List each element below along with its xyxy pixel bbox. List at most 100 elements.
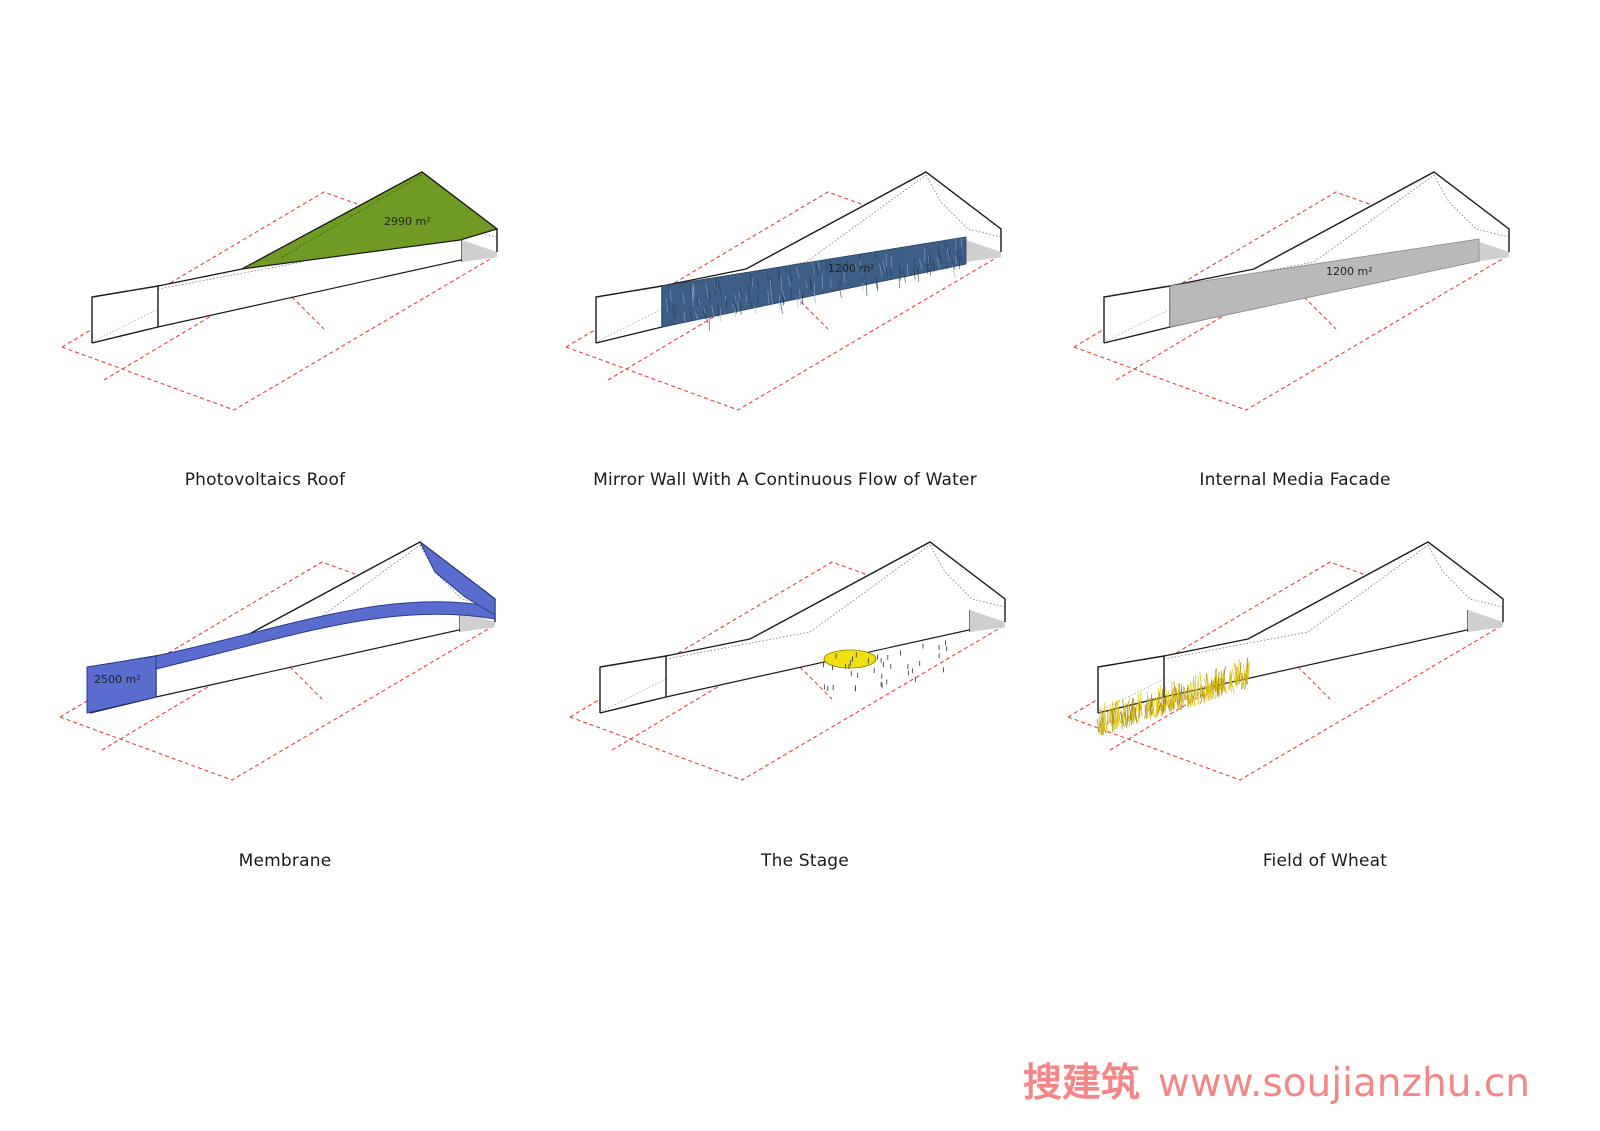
wheat-stalk <box>1144 702 1148 719</box>
water-streak <box>952 264 956 279</box>
water-streak <box>811 263 814 275</box>
site-boundary <box>569 561 1007 781</box>
hidden-edge <box>925 174 1002 238</box>
right-end-shade <box>462 240 497 262</box>
pv-roof-surface <box>241 171 499 270</box>
wheat-stalk <box>1139 699 1143 717</box>
caption-internal-media-facade: Internal Media Facade <box>1199 470 1391 490</box>
roof-edge <box>661 171 1002 287</box>
wheat-stalk <box>1125 717 1128 727</box>
wheat-stalk <box>1177 682 1180 703</box>
water-streak <box>875 275 879 289</box>
wheat-stalk <box>1114 711 1117 729</box>
wheat-stalk <box>1209 686 1212 696</box>
water-streak <box>948 248 951 260</box>
water-streak <box>932 258 935 272</box>
diagram-membrane: 2500 m² <box>59 541 497 781</box>
water-streak <box>812 262 815 276</box>
pv-roof-fold <box>281 174 423 258</box>
water-streak <box>719 308 722 322</box>
wheat-stalk <box>1238 662 1242 685</box>
water-streak <box>790 287 793 298</box>
wheat-stalk <box>1115 707 1118 726</box>
water-streak <box>927 254 931 269</box>
wheat-stalk <box>1180 689 1185 710</box>
wheat-stalk <box>1200 691 1204 705</box>
wheat-stalk <box>1152 707 1156 717</box>
water-streak <box>885 266 888 279</box>
wheat-stalk <box>1149 698 1152 714</box>
hidden-edge <box>1099 678 1165 712</box>
hidden-edge <box>1105 308 1171 342</box>
caption-membrane: Membrane <box>238 851 332 871</box>
wheat-stalk <box>1182 696 1185 706</box>
wheat-stalk <box>1224 675 1227 695</box>
wheat-stalk <box>1178 688 1183 705</box>
water-streak <box>682 292 685 305</box>
water-streak <box>779 299 783 314</box>
wheat-stalk <box>1204 682 1208 700</box>
wheat-stalk <box>1112 702 1117 723</box>
roof-edge <box>665 541 1006 657</box>
water-streak <box>805 281 808 289</box>
water-streak <box>713 281 716 291</box>
wheat-stalk <box>1232 672 1236 686</box>
water-streak <box>717 302 720 317</box>
wheat-stalk <box>1167 690 1171 708</box>
wheat-stalk <box>1216 672 1220 696</box>
water-streak <box>703 307 707 315</box>
site-boundary <box>565 191 1003 411</box>
hidden-edge <box>155 544 421 660</box>
water-streak <box>696 298 700 306</box>
water-streak <box>866 282 868 296</box>
site-boundary-tick <box>799 666 833 700</box>
caption-photovoltaics-roof: Photovoltaics Roof <box>184 470 346 490</box>
wheat-stalk <box>1237 659 1240 683</box>
stage-platform <box>823 649 877 669</box>
hidden-edge <box>1169 174 1435 290</box>
water-streak <box>694 311 699 322</box>
wheat-stalk <box>1098 721 1102 734</box>
water-streak <box>787 276 791 288</box>
water-streak <box>829 259 832 270</box>
water-streak <box>797 297 799 308</box>
water-streak <box>815 263 819 276</box>
wheat-stalk <box>1222 682 1227 694</box>
wheat-stalk <box>1148 701 1152 712</box>
wheat-stalk <box>1206 673 1211 694</box>
water-streak <box>919 259 923 270</box>
water-streak <box>705 307 708 323</box>
wheat-stalk <box>1180 683 1183 702</box>
wheat-stalk <box>1215 677 1217 700</box>
water-streak <box>874 251 877 260</box>
water-streak <box>674 304 677 316</box>
area-label: 1200 m² <box>828 262 875 275</box>
diagram-wheat <box>1067 541 1505 781</box>
water-streak <box>702 310 707 320</box>
site-boundary <box>59 561 497 781</box>
water-streak <box>843 271 846 283</box>
right-end-shade <box>1474 240 1509 262</box>
site-boundary-tick <box>795 296 829 330</box>
water-streak <box>938 246 940 258</box>
wheat-stalk <box>1171 687 1173 704</box>
water-streak <box>733 297 738 314</box>
water-streak <box>669 289 672 302</box>
wheat-stalk <box>1189 697 1192 707</box>
water-streak <box>782 295 784 306</box>
water-streak <box>717 278 722 295</box>
diagram-stage <box>569 541 1007 781</box>
area-label: 2500 m² <box>94 673 141 686</box>
watermark-url: www.soujianzhu.cn <box>1157 1061 1530 1106</box>
water-streak <box>916 266 920 283</box>
wheat-stalk <box>1132 713 1135 724</box>
wheat-stalk <box>1228 670 1231 690</box>
wheat-stalk <box>1214 669 1217 692</box>
water-streak <box>885 253 888 268</box>
wheat-stalk <box>1212 676 1215 699</box>
wheat-stalk <box>1169 698 1171 712</box>
media-facade-surface <box>1169 238 1480 328</box>
diagram-mirror: 1200 m² <box>565 171 1003 411</box>
